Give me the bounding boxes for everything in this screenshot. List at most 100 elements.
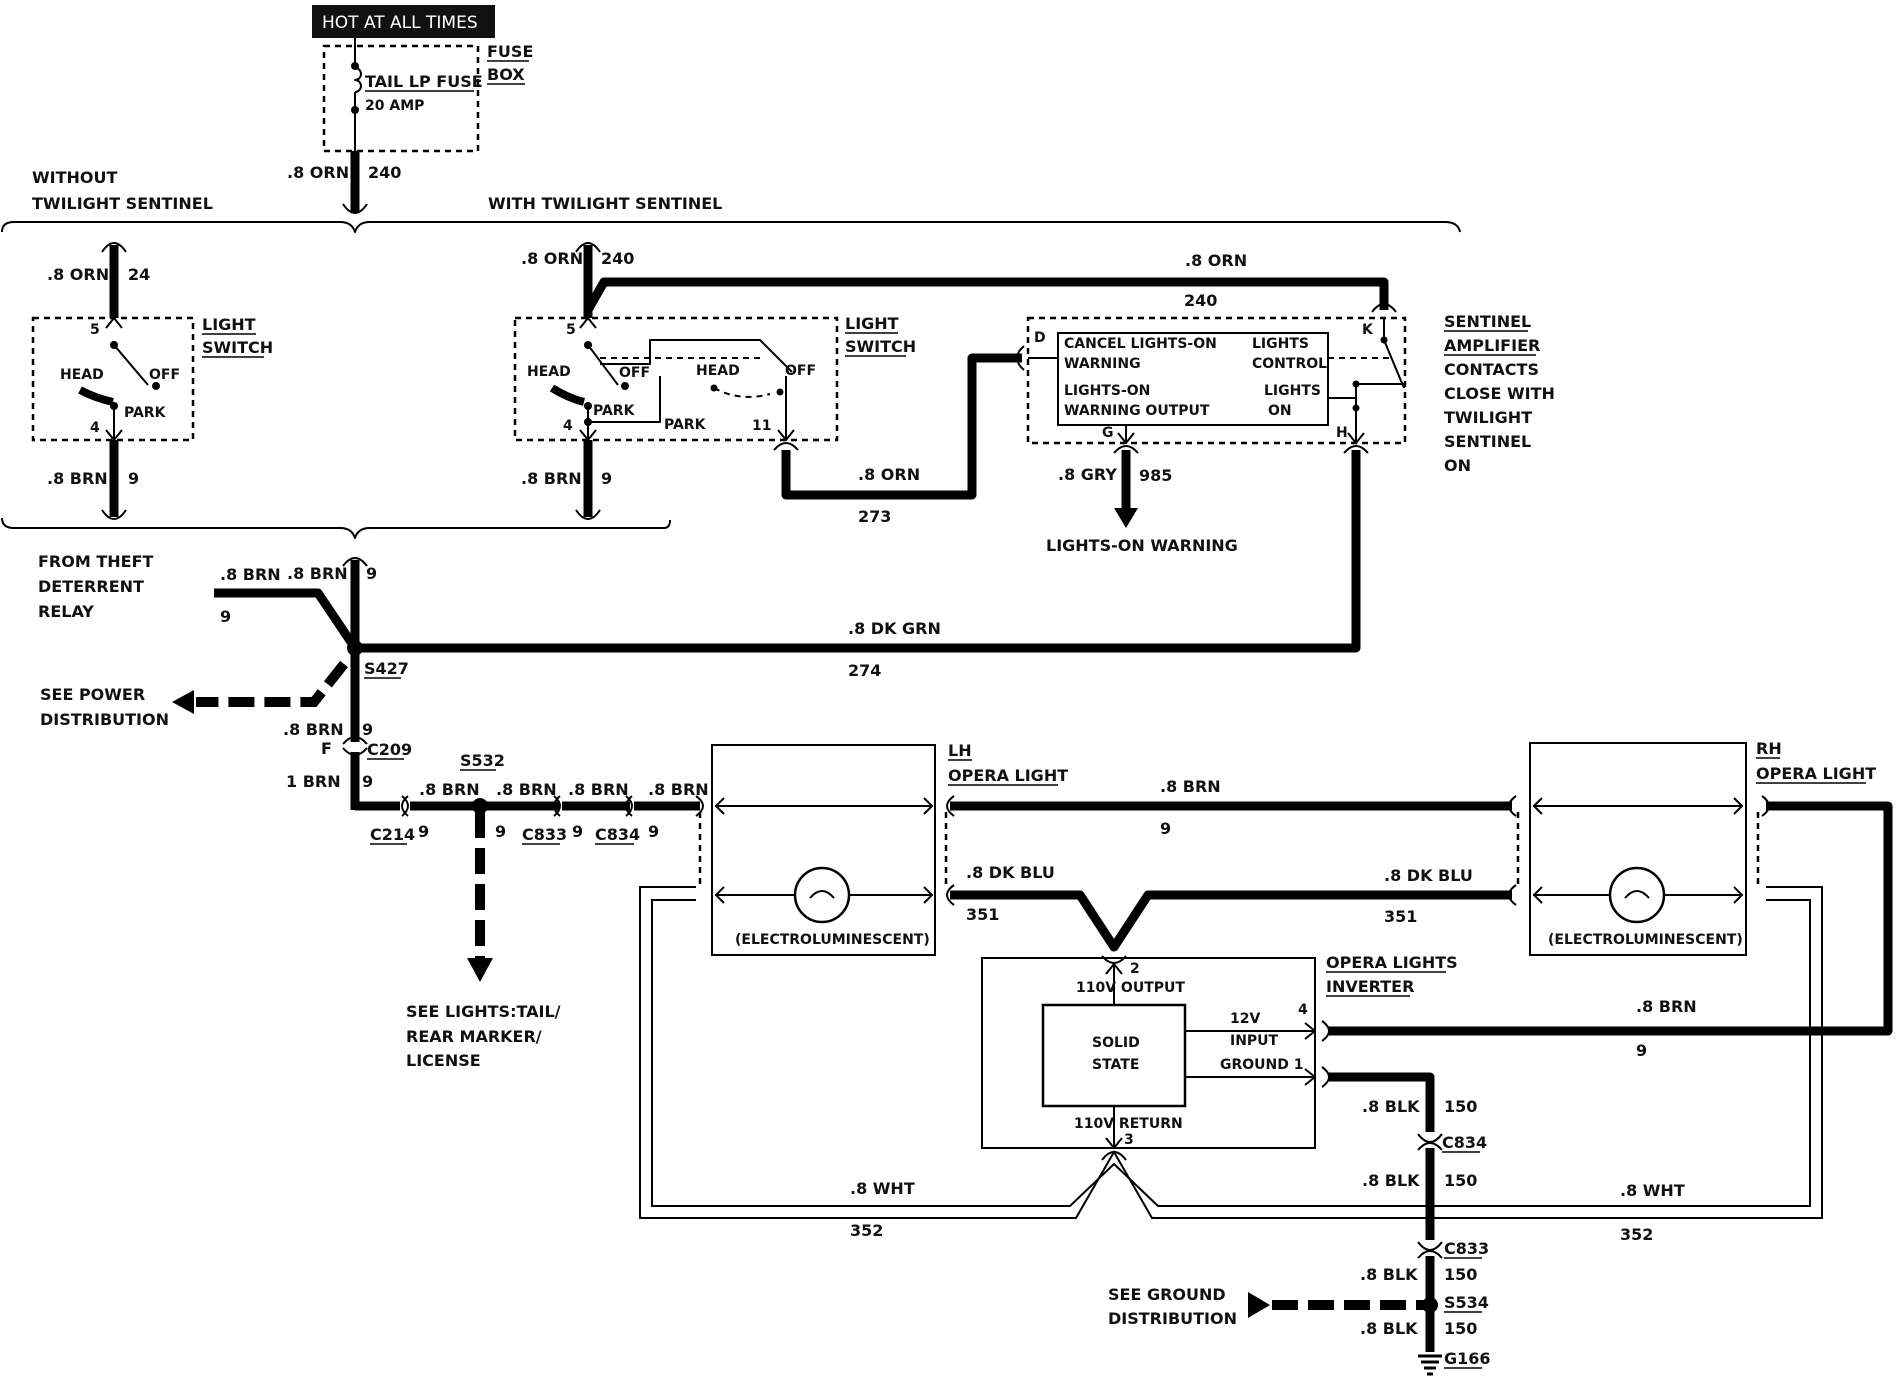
gnd-g166: G166 xyxy=(1444,1349,1491,1368)
gnd-blk-1: .8 BLK xyxy=(1362,1097,1420,1116)
sentinel-side-7: ON xyxy=(1444,456,1471,475)
inv-solid-1: SOLID xyxy=(1092,1035,1140,1051)
brn-right-wire: .8 BRN xyxy=(1636,997,1697,1016)
light-switch-with xyxy=(513,316,839,442)
sentinel-pin-h: H xyxy=(1336,425,1348,441)
gnd-blk-3: .8 BLK xyxy=(1360,1265,1418,1284)
c834-left-wire: .8 BRN xyxy=(648,780,709,799)
rh-label-1: RH xyxy=(1756,739,1782,758)
lh-label-1: LH xyxy=(948,741,972,760)
gnd-150-1: 150 xyxy=(1444,1097,1477,1116)
sentinel-cancel-1: CANCEL LIGHTS-ON xyxy=(1064,336,1217,352)
lh-label-2: OPERA LIGHT xyxy=(948,766,1068,785)
s532-wire-b: .8 BRN xyxy=(496,780,557,799)
sentinel-lights-1: LIGHTS xyxy=(1264,383,1321,399)
c834-left-name: C834 xyxy=(595,825,640,844)
theft-line-2: DETERRENT xyxy=(38,577,144,596)
without-line-1: WITHOUT xyxy=(32,168,118,187)
c214-circuit: 9 xyxy=(418,822,429,841)
sw1-label-2: SWITCH xyxy=(202,338,273,357)
c833-left-wire: .8 BRN xyxy=(568,780,629,799)
sentinel-feed-wire: .8 ORN xyxy=(1185,251,1247,270)
fuse-icon xyxy=(354,67,362,93)
s532-wire-a: .8 BRN xyxy=(419,780,480,799)
inv-pin-2: 2 xyxy=(1130,961,1140,977)
gnd-c834: C834 xyxy=(1442,1133,1487,1152)
wht-left-wire: .8 WHT xyxy=(850,1179,915,1198)
sw2-top-wire: .8 ORN xyxy=(521,249,583,268)
c209-circuit-below: 9 xyxy=(362,772,373,791)
s532-circuit: 9 xyxy=(495,822,506,841)
sw1-top-wire: .8 ORN xyxy=(47,265,109,284)
sw1-bottom-circuit: 9 xyxy=(128,469,139,488)
inv-solid-2: STATE xyxy=(1092,1057,1139,1073)
brn-top-wire: .8 BRN xyxy=(1160,777,1221,796)
dk-blu-left-wire: .8 DK BLU xyxy=(966,863,1055,882)
brn-right-circuit: 9 xyxy=(1636,1041,1647,1060)
sw2-bottom-circuit: 9 xyxy=(601,469,612,488)
c214-name: C214 xyxy=(370,825,415,844)
sentinel-control-1: LIGHTS xyxy=(1252,336,1309,352)
dk-blu-right-circuit: 351 xyxy=(1384,907,1417,926)
sw2-pin-11: 11 xyxy=(752,418,771,434)
sentinel-side-6: SENTINEL xyxy=(1444,432,1531,451)
theft-circuit-a: 9 xyxy=(220,607,231,626)
banner-text: HOT AT ALL TIMES xyxy=(322,13,478,33)
gry-circuit: 985 xyxy=(1139,466,1172,485)
wire-273-gauge: .8 ORN xyxy=(858,465,920,484)
sw1-pin-top: 5 xyxy=(90,322,100,338)
rh-opera-light xyxy=(1529,742,1747,956)
sw2-label-2: SWITCH xyxy=(845,337,916,356)
c209-pin: F xyxy=(321,739,332,758)
sw2-off: OFF xyxy=(619,365,650,381)
splice-s534 xyxy=(1422,1297,1438,1313)
sentinel-amplifier xyxy=(1026,316,1407,445)
dk-grn-circuit: 274 xyxy=(848,661,881,680)
power-dist-line-2: DISTRIBUTION xyxy=(40,710,169,729)
sw2-park: PARK xyxy=(593,403,636,419)
inv-ground: GROUND 1 xyxy=(1220,1057,1304,1073)
sw1-label-1: LIGHT xyxy=(202,315,256,334)
gnd-s534: S534 xyxy=(1444,1293,1489,1312)
theft-wire-b: .8 BRN xyxy=(287,564,348,583)
c209-wire-above: .8 BRN xyxy=(283,720,344,739)
gnd-150-2: 150 xyxy=(1444,1171,1477,1190)
theft-wire-a: .8 BRN xyxy=(220,565,281,584)
inv-label-1: OPERA LIGHTS xyxy=(1326,953,1458,972)
sw1-park: PARK xyxy=(124,405,167,421)
splice-s532 xyxy=(472,798,488,814)
power-dist-line-1: SEE POWER xyxy=(40,685,145,704)
sentinel-side-1: SENTINEL xyxy=(1444,312,1531,331)
wht-right-wire: .8 WHT xyxy=(1620,1181,1685,1200)
sw2-head: HEAD xyxy=(527,364,571,380)
dk-blu-left-circuit: 351 xyxy=(966,905,999,924)
tail-lights-arrow xyxy=(467,958,493,982)
sw2-label-1: LIGHT xyxy=(845,314,899,333)
c833-left-name: C833 xyxy=(522,825,567,844)
sentinel-pin-d: D xyxy=(1034,330,1046,346)
feed-wire-circuit: 240 xyxy=(368,163,401,182)
ground-symbol-icon xyxy=(1418,1354,1442,1376)
sw2-bottom-wire: .8 BRN xyxy=(521,469,582,488)
s532-name: S532 xyxy=(460,751,505,770)
ground-dist-line-2: DISTRIBUTION xyxy=(1108,1309,1237,1328)
sw1-pin-bottom: 4 xyxy=(90,420,100,436)
feed-wire-gauge: .8 ORN xyxy=(287,163,349,182)
theft-line-3: RELAY xyxy=(38,602,94,621)
wht-352-inner xyxy=(651,899,1811,1207)
sentinel-side-5: TWILIGHT xyxy=(1444,408,1532,427)
lights-on-warning: LIGHTS-ON WARNING xyxy=(1046,536,1238,555)
sentinel-pin-g: G xyxy=(1102,425,1114,441)
gnd-150-4: 150 xyxy=(1444,1319,1477,1338)
gry-wire: .8 GRY xyxy=(1058,465,1117,484)
sentinel-cancel-2: WARNING xyxy=(1064,356,1141,372)
wire-273-circuit: 273 xyxy=(858,507,891,526)
tail-lights-line-2: REAR MARKER/ xyxy=(406,1027,542,1046)
gnd-blk-4: .8 BLK xyxy=(1360,1319,1418,1338)
without-line-2: TWILIGHT SENTINEL xyxy=(32,194,213,213)
power-distribution-arrow xyxy=(172,690,194,714)
dk-grn-wire: .8 DK GRN xyxy=(848,619,941,638)
dk-blu-right-wire: .8 DK BLU xyxy=(1384,866,1473,885)
sw2-park2: PARK xyxy=(664,417,707,433)
